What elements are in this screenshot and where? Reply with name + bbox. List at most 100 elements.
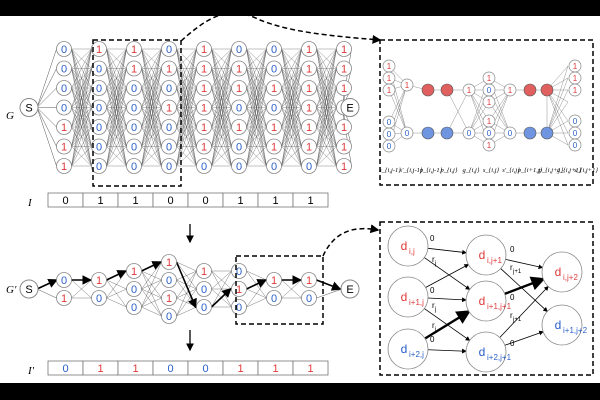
bit-value: 1	[272, 195, 278, 207]
bit-value: 1	[97, 195, 103, 207]
bottom-edge	[246, 270, 267, 281]
node-bit: 0	[236, 103, 242, 115]
zoom-col-label: s'_{i,j-1}	[399, 167, 422, 174]
graph-node	[196, 138, 212, 155]
top-edge	[106, 68, 127, 167]
zoom-d-node	[541, 304, 583, 346]
node-bit: 0	[271, 64, 277, 76]
zoom-edge-sub: j	[434, 307, 436, 313]
node-bit: 1	[306, 83, 312, 95]
graph-node	[91, 158, 107, 174]
top-edge	[106, 87, 127, 167]
graph-node	[301, 158, 317, 174]
zoom-col-label: s_{i,j-1}	[379, 167, 401, 174]
zoom-node-bit: 1	[405, 81, 410, 90]
zoom-d-label: d	[479, 248, 486, 262]
graph-node	[231, 60, 247, 77]
node-bit: 1	[166, 293, 172, 305]
node-bit: 0	[61, 275, 67, 287]
diagram-svg: 0000111100000011000000101000111111001101…	[6, 16, 598, 377]
path-edge	[141, 261, 162, 272]
zoom-node-bit: 1	[573, 86, 578, 95]
zoom-d-sub: i+1,j	[409, 298, 424, 307]
top-edge	[211, 48, 232, 128]
start-edge	[36, 87, 57, 108]
top-edge	[141, 68, 162, 167]
graph-node	[161, 99, 177, 116]
top-edge	[141, 48, 162, 108]
bit-value: 0	[167, 195, 173, 207]
graph-node	[336, 41, 352, 57]
bottom-graph-label: G'	[6, 284, 17, 296]
node-bit: 1	[306, 275, 312, 287]
end-edge	[341, 48, 352, 108]
node-bit: 1	[271, 122, 277, 134]
top-edge	[176, 48, 197, 147]
zoom-node-bit: 0	[387, 142, 392, 151]
top-edge	[141, 107, 162, 167]
graph-node	[231, 99, 247, 116]
node-bit: 0	[306, 293, 312, 305]
zoom-filled-node	[440, 83, 454, 97]
top-edge	[71, 48, 92, 167]
top-edge	[246, 48, 267, 69]
top-edge	[246, 146, 267, 167]
zoom-node-bit: 0	[487, 86, 492, 95]
node-bit: 0	[166, 44, 172, 56]
graph-node	[266, 138, 282, 155]
zoom-edge	[499, 285, 549, 338]
node-bit: 0	[96, 142, 102, 154]
node-bit: 1	[201, 83, 207, 95]
node-bit: 1	[201, 266, 207, 278]
path-edge	[106, 270, 127, 281]
top-edge	[106, 107, 127, 167]
zoom-filled-node	[523, 83, 537, 97]
graph-node	[126, 80, 142, 96]
zoom-edge-label: 0	[510, 339, 515, 348]
zoom-d-sub: i+2,j	[409, 350, 424, 359]
zoom-col-label: g_{i,j}	[463, 167, 480, 174]
zoom-node-bit: 0	[467, 129, 472, 138]
bottom-zoom-connector	[322, 224, 380, 257]
zoom-node-bit: 0	[405, 129, 410, 138]
start-edge	[36, 288, 57, 299]
zoom-edge-label: 0	[430, 335, 435, 344]
graph-node	[196, 119, 212, 135]
node-bit: 0	[131, 142, 137, 154]
zoom-edge	[424, 257, 471, 290]
zoom-node-bit: 1	[387, 74, 392, 83]
graph-node	[196, 281, 212, 297]
graph-node	[91, 99, 107, 116]
graph-node	[301, 119, 317, 135]
graph-node	[126, 99, 142, 116]
node-bit: 0	[131, 83, 137, 95]
node-bit: 1	[201, 44, 207, 56]
node-bit: 0	[236, 302, 242, 314]
graph-node	[266, 272, 282, 288]
zoom-top-detail: 111000101011011010111000s_{i,j-1}s'_{i,j…	[379, 59, 598, 174]
node-bit: 1	[96, 275, 102, 287]
graph-node	[91, 41, 107, 57]
top-edge	[246, 68, 267, 167]
top-edge	[106, 48, 127, 108]
bottom-edge	[176, 270, 197, 317]
graph-node	[161, 80, 177, 96]
graph-node	[301, 41, 317, 57]
top-edge	[176, 68, 197, 167]
top-edge	[211, 48, 232, 108]
graph-node	[161, 158, 177, 174]
graph-node	[196, 299, 212, 315]
node-bit: 0	[96, 103, 102, 115]
graph-node	[301, 60, 317, 77]
zoom-node	[568, 138, 582, 152]
top-edge	[141, 48, 162, 69]
bit-value: 0	[167, 363, 173, 375]
zoom-node	[400, 126, 414, 140]
top-edge	[246, 48, 267, 128]
end-node	[340, 279, 360, 299]
node-bit: 0	[96, 122, 102, 134]
end-edge	[316, 288, 343, 299]
graph-node	[161, 308, 177, 324]
node-bit: 1	[201, 122, 207, 134]
